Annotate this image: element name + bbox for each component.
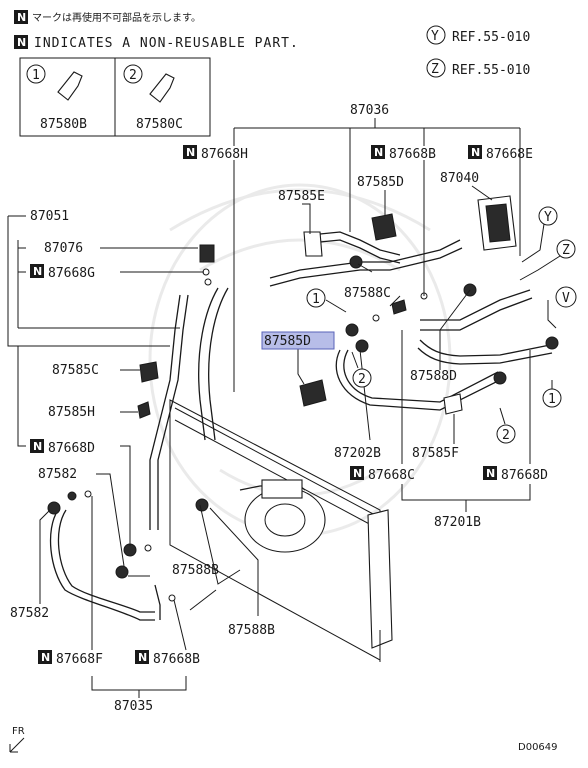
condenser xyxy=(169,399,393,662)
svg-text:87585D: 87585D xyxy=(264,334,311,349)
leader-lines xyxy=(7,118,561,698)
svg-text:N: N xyxy=(471,146,480,159)
svg-text:N: N xyxy=(33,265,42,278)
callout-y: Y xyxy=(538,206,558,226)
label-87585d-top: 87585D xyxy=(357,175,404,190)
svg-text:1: 1 xyxy=(548,392,556,407)
svg-text:N: N xyxy=(33,440,42,453)
svg-text:N: N xyxy=(353,467,362,480)
svg-text:N: N xyxy=(374,146,383,159)
svg-text:1: 1 xyxy=(32,68,40,83)
callout-z: Z xyxy=(556,239,576,259)
label-87202b: 87202B xyxy=(334,446,381,461)
svg-text:87580C: 87580C xyxy=(136,117,183,132)
svg-text:87668G: 87668G xyxy=(48,266,95,281)
svg-text:REF.55-010: REF.55-010 xyxy=(452,63,530,78)
label-87668g: N 87668G xyxy=(30,264,95,281)
svg-text:Z: Z xyxy=(562,243,570,258)
label-87035: 87035 xyxy=(114,699,153,714)
svg-text:87668B: 87668B xyxy=(389,147,436,162)
label-87051: 87051 xyxy=(30,209,69,224)
svg-text:87668E: 87668E xyxy=(486,147,533,162)
callout-v: V xyxy=(555,286,577,308)
callout-2-lower: 2 xyxy=(496,424,516,444)
label-87668e: N 87668E xyxy=(468,145,533,162)
svg-text:87668F: 87668F xyxy=(56,652,103,667)
svg-text:N: N xyxy=(17,11,26,24)
label-87668c: N 87668C xyxy=(350,466,415,483)
svg-text:87668C: 87668C xyxy=(368,468,415,483)
diagram-code: D00649 xyxy=(518,742,558,753)
svg-text:FR: FR xyxy=(12,726,25,737)
label-87588b-mid: 87588B xyxy=(172,563,219,578)
svg-text:1: 1 xyxy=(312,292,320,307)
svg-text:2: 2 xyxy=(129,68,137,83)
svg-text:87668D: 87668D xyxy=(501,468,548,483)
ref-y: Y REF.55-010 xyxy=(426,25,530,45)
compressor xyxy=(244,479,326,553)
bracket-87585d xyxy=(299,379,327,407)
svg-text:Z: Z xyxy=(431,62,439,77)
svg-text:N: N xyxy=(486,467,495,480)
svg-text:87668H: 87668H xyxy=(201,147,248,162)
svg-text:2: 2 xyxy=(502,428,510,443)
label-87040: 87040 xyxy=(440,171,479,186)
svg-text:87668B: 87668B xyxy=(153,652,200,667)
inset-box: 1 2 87580B 87580C xyxy=(19,57,211,137)
label-87076: 87076 xyxy=(44,241,83,256)
label-87668b-bottom: N 87668B xyxy=(135,650,200,667)
svg-text:V: V xyxy=(562,291,570,306)
svg-text:N: N xyxy=(41,651,50,664)
svg-text:87668D: 87668D xyxy=(48,441,95,456)
label-87585e: 87585E xyxy=(278,189,325,204)
callout-1-upper: 1 xyxy=(306,288,326,308)
svg-text:Y: Y xyxy=(431,29,439,44)
fr-arrow-icon: FR xyxy=(9,726,25,753)
label-87668b-top: N 87668B xyxy=(371,145,436,162)
svg-text:N: N xyxy=(17,36,26,49)
label-87588c: 87588C xyxy=(344,286,391,301)
svg-text:Y: Y xyxy=(544,210,552,225)
svg-text:マークは再使用不可部品を示します。: マークは再使用不可部品を示します。 xyxy=(32,11,201,24)
clip-87580c-icon xyxy=(149,73,175,103)
callout-1-right: 1 xyxy=(542,388,562,408)
svg-text:N: N xyxy=(186,146,195,159)
svg-text:N: N xyxy=(138,651,147,664)
callout-2-upper: 2 xyxy=(352,368,372,388)
label-87585d-highlight: 87585D xyxy=(261,331,335,350)
label-87036: 87036 xyxy=(350,103,389,118)
label-87668f: N 87668F xyxy=(38,650,103,667)
label-87668d-left: N 87668D xyxy=(30,439,95,456)
header-en: N INDICATES A NON-REUSABLE PART. xyxy=(14,35,299,51)
label-87668d-right: N 87668D xyxy=(483,466,548,483)
label-87585h: 87585H xyxy=(48,405,95,420)
header-jp: N マークは再使用不可部品を示します。 xyxy=(14,10,201,24)
ref-z: Z REF.55-010 xyxy=(426,58,530,78)
receiver-87040 xyxy=(477,195,517,251)
label-87585c: 87585C xyxy=(52,363,99,378)
label-87585f: 87585F xyxy=(412,446,459,461)
label-87582-bottom: 87582 xyxy=(10,606,49,621)
label-87582-top: 87582 xyxy=(38,467,77,482)
label-87588b-low: 87588B xyxy=(228,623,275,638)
svg-text:87580B: 87580B xyxy=(40,117,87,132)
label-87668h: N 87668H xyxy=(183,145,248,162)
small-fittings xyxy=(47,213,559,602)
svg-text:2: 2 xyxy=(358,372,366,387)
label-87201b: 87201B xyxy=(434,515,481,530)
label-87588d: 87588D xyxy=(410,369,457,384)
pipe-lines xyxy=(49,231,553,621)
svg-text:REF.55-010: REF.55-010 xyxy=(452,30,530,45)
clip-87580b-icon xyxy=(57,71,83,101)
svg-text:INDICATES A NON-REUSABLE PART.: INDICATES A NON-REUSABLE PART. xyxy=(34,36,299,51)
